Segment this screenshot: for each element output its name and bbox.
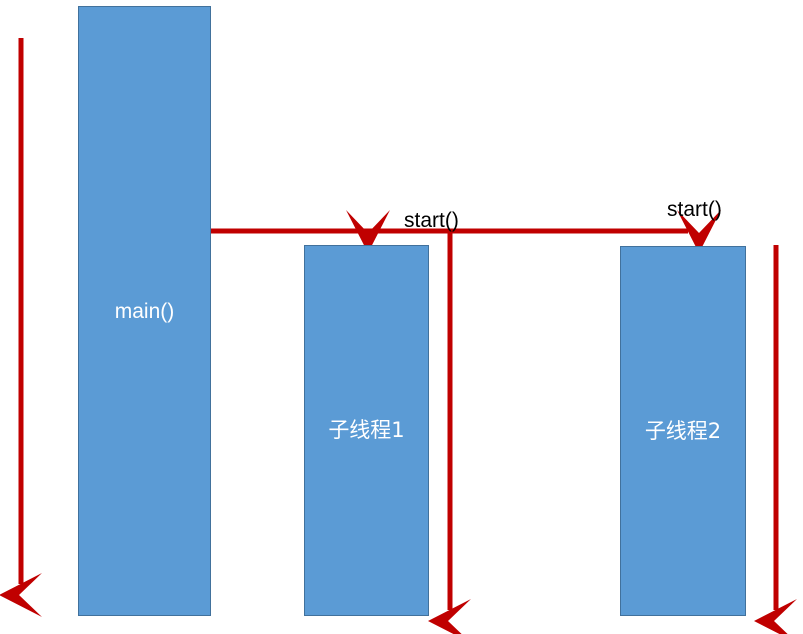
lifeline-bar-main-label: main()	[114, 299, 175, 323]
lifeline-bar-child-thread-1-label: 子线程1	[328, 418, 405, 442]
lifeline-bar-child-thread-2-label: 子线程2	[644, 418, 722, 443]
lifeline-bar-child-thread-2[interactable]: 子线程2	[620, 246, 746, 616]
lifeline-bar-main[interactable]: main()	[78, 6, 211, 616]
start-call-label-1: start()	[404, 209, 459, 232]
lifeline-bar-child-thread-1[interactable]: 子线程1	[304, 245, 429, 616]
start-call-label-2: start()	[667, 198, 722, 221]
